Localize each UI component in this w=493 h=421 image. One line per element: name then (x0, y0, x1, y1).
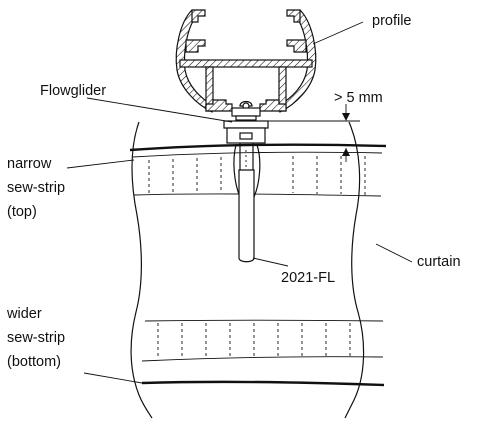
hook-2021-fl (233, 143, 261, 263)
label-profile: profile (372, 13, 412, 29)
label-narrow-sew-strip-2: sew-strip (7, 180, 65, 196)
label-flowglider: Flowglider (40, 83, 106, 99)
clearance-dimension (260, 104, 360, 162)
label-clearance: > 5 mm (334, 90, 383, 106)
label-wider-sew-strip-2: sew-strip (7, 330, 65, 346)
label-narrow-sew-strip-3: (top) (7, 204, 37, 220)
label-wider-sew-strip-1: wider (6, 306, 42, 322)
label-curtain: curtain (417, 254, 461, 270)
label-hook: 2021-FL (281, 270, 335, 286)
wider-strip-stitches (157, 323, 351, 358)
flowglider (223, 100, 269, 144)
leader-lines (66, 21, 413, 384)
curtain-fabric (130, 121, 365, 419)
narrow-strip-stitches (148, 156, 366, 195)
track-profile (175, 9, 317, 113)
label-wider-sew-strip-3: (bottom) (7, 354, 61, 370)
label-narrow-sew-strip-1: narrow (7, 156, 52, 172)
wider-sew-strip (141, 319, 385, 387)
